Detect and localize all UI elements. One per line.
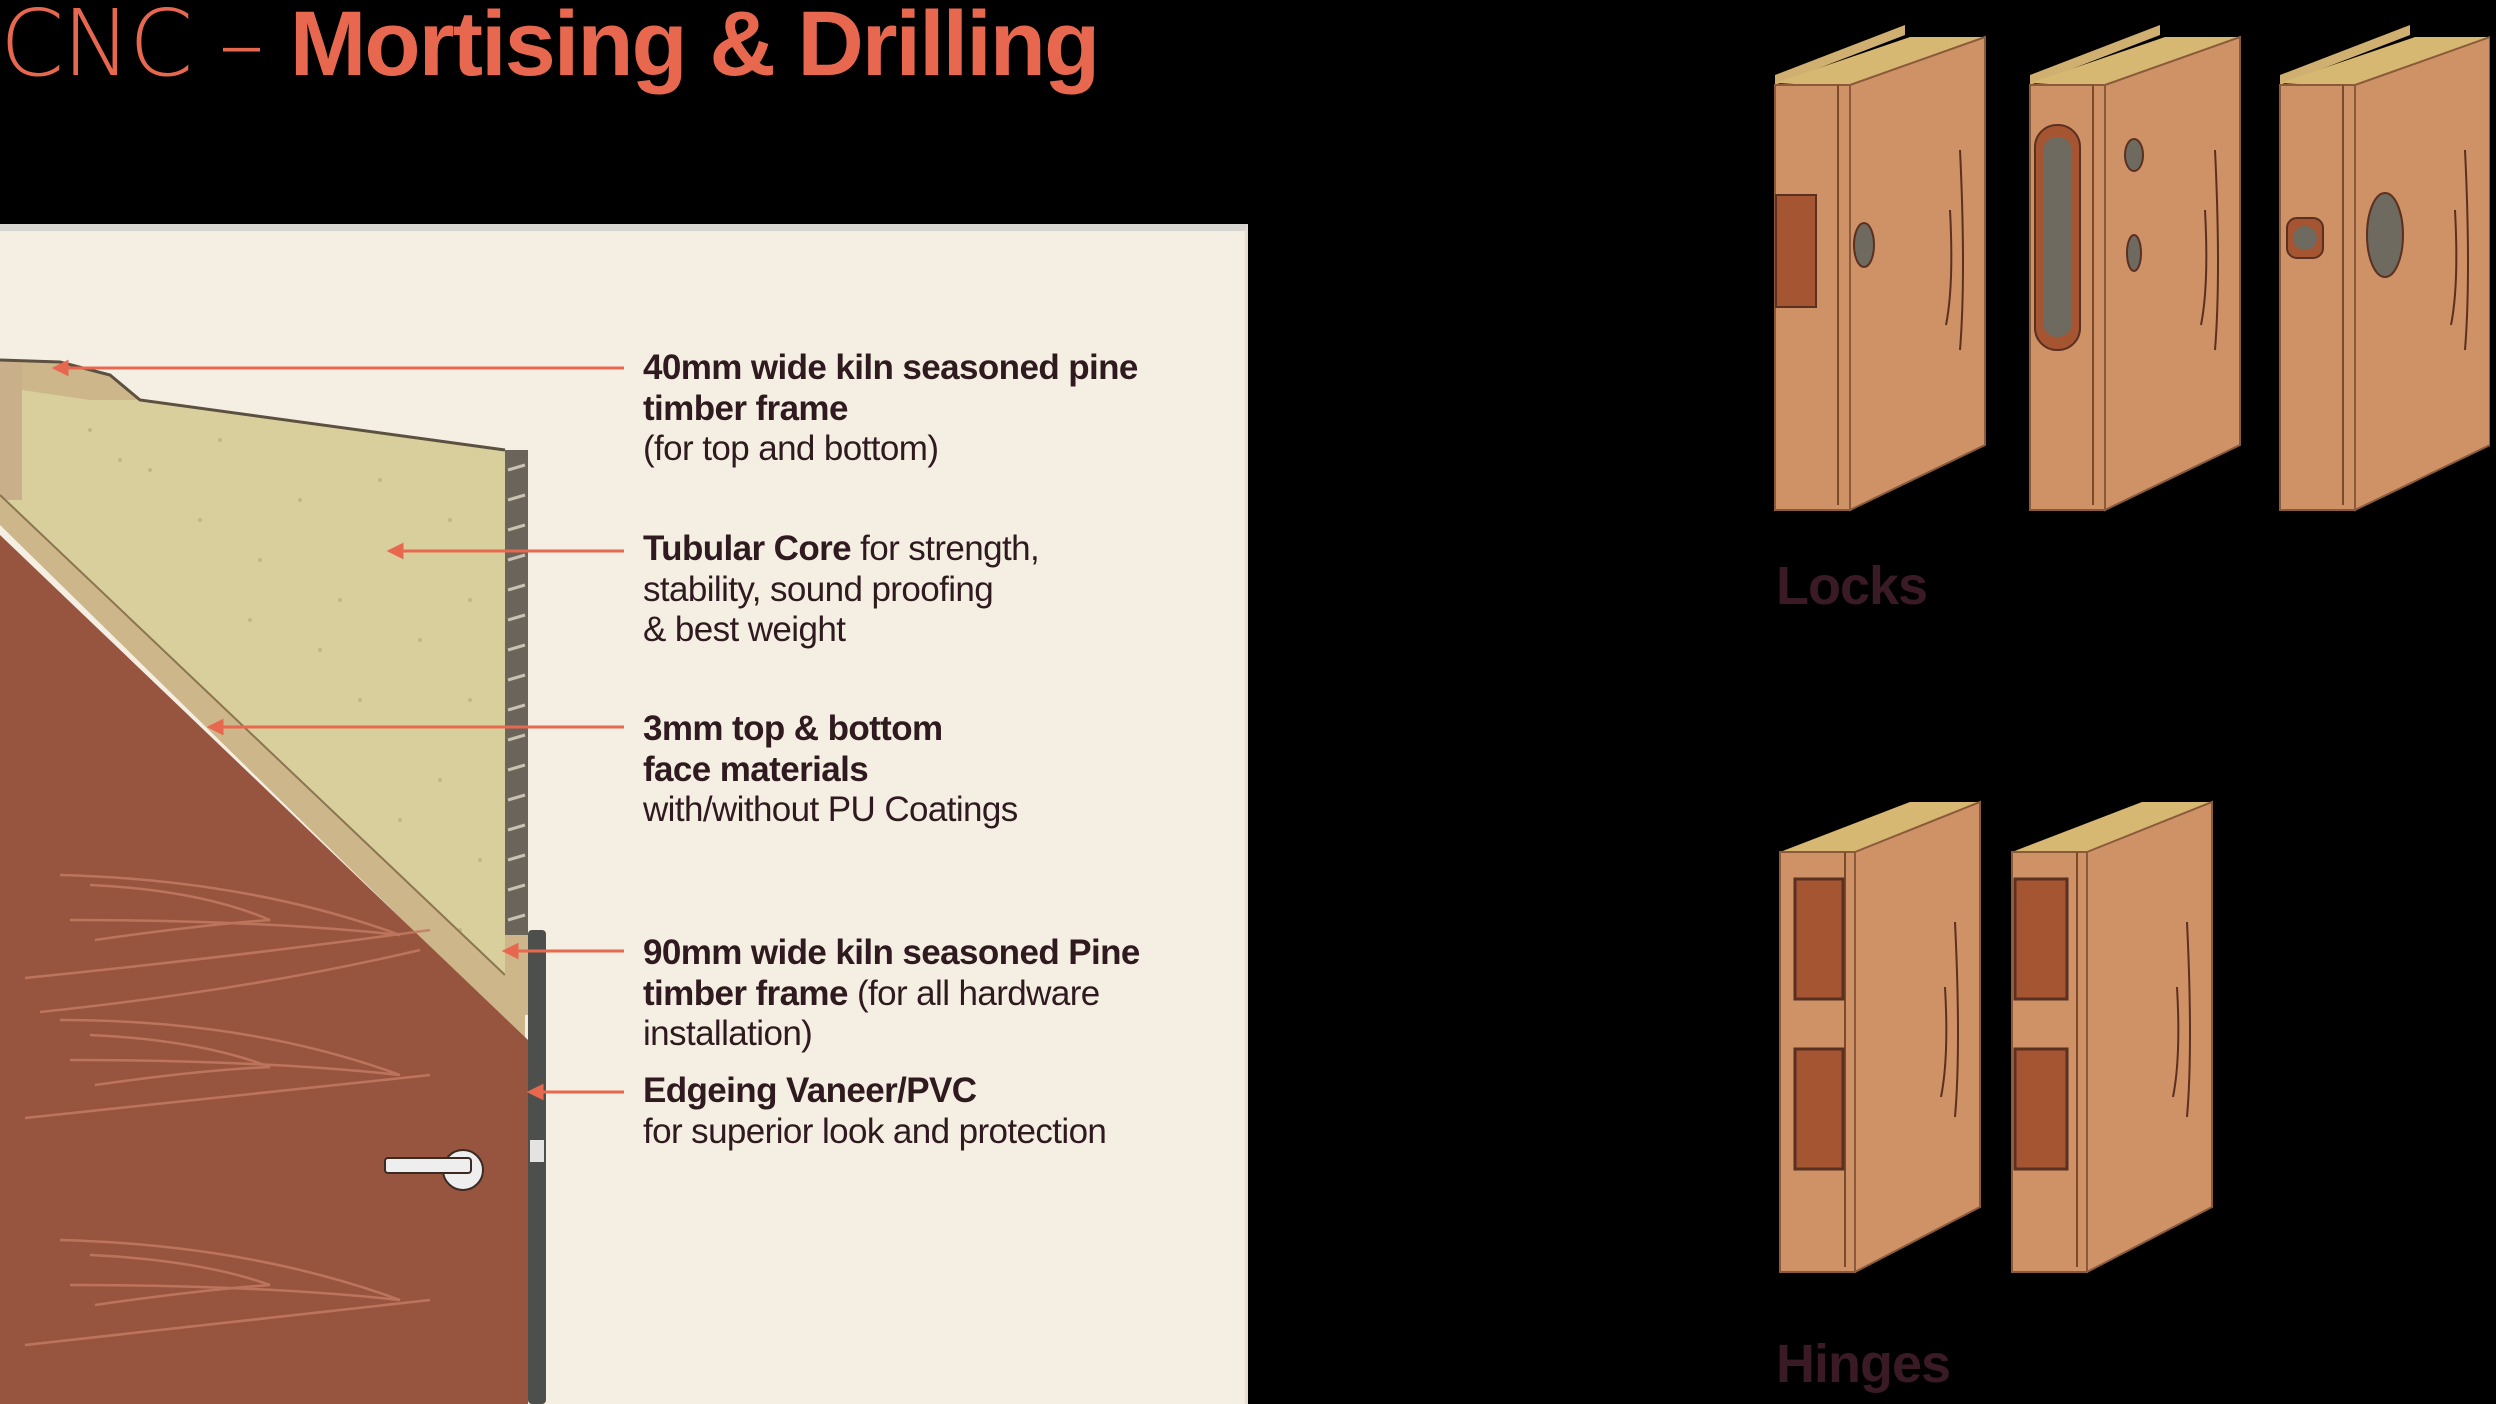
face-material-strip — [0, 495, 525, 1040]
callout-arrows — [51, 359, 624, 1101]
hinges-illustrations — [1779, 801, 2213, 1273]
callout-tubular-core: Tubular Core for strength, stability, so… — [643, 529, 1040, 649]
callout-face-materials: 3mm top & bottom face materials with/wit… — [643, 709, 1018, 829]
cylinder-lock-cut — [2029, 25, 2241, 511]
door-cutaway-illustration — [0, 358, 624, 1404]
tubular-latch-cut — [2279, 25, 2490, 511]
door-face — [0, 535, 528, 1404]
tubular-core — [0, 360, 505, 1000]
butt-hinge-recess-a — [1779, 801, 1981, 1273]
hinges-heading: Hinges — [1776, 1334, 1951, 1394]
callout-side-frame: 90mm wide kiln seasoned Pine timber fram… — [643, 933, 1140, 1053]
callout-edge-banding: Edgeing Vaneer/PVC for superior look and… — [643, 1071, 1107, 1151]
locks-illustrations — [1774, 25, 2490, 511]
edge-banding — [528, 930, 546, 1404]
title-prefix: CNC – — [0, 0, 290, 97]
core-edge — [505, 450, 528, 940]
locks-heading: Locks — [1776, 556, 1928, 616]
mortise-lock-cut — [1774, 25, 1986, 511]
callout-top-frame: 40mm wide kiln seasoned pine timber fram… — [643, 348, 1138, 468]
door-handle-icon — [384, 1149, 484, 1191]
title-main: Mortising & Drilling — [289, 0, 1100, 95]
butt-hinge-recess-b — [2011, 801, 2213, 1273]
top-timber-frame — [0, 360, 140, 400]
page-title: CNC – Mortising & Drilling — [0, 0, 1100, 97]
